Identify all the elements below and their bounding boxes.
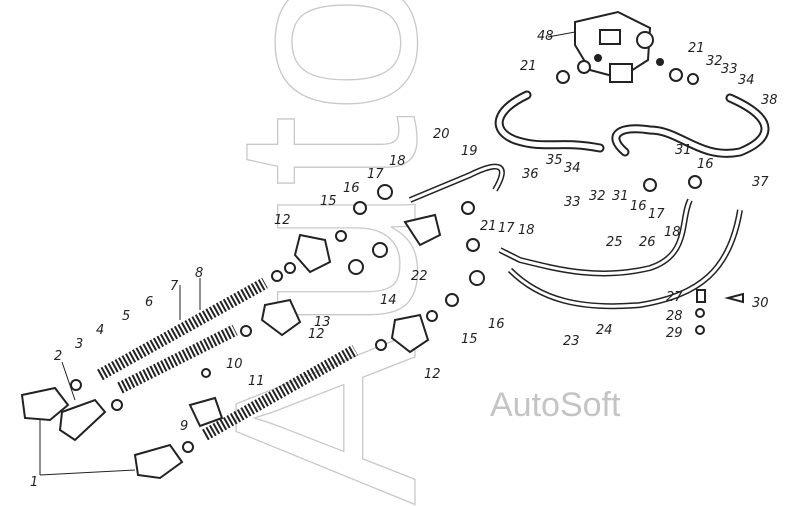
label-15: 15 [461,332,478,347]
label-35: 35 [546,153,563,168]
label-17: 17 [648,207,665,222]
label-21: 21 [480,219,497,234]
label-8: 8 [195,266,203,281]
label-32: 32 [706,54,723,69]
label-34: 34 [564,161,581,176]
label-16: 16 [630,199,647,214]
label-27: 27 [666,290,683,305]
fittings [70,60,744,453]
label-11: 11 [248,374,265,389]
label-21: 21 [520,59,537,74]
label-23: 23 [563,334,580,349]
label-2: 2 [54,349,62,364]
label-31: 31 [612,189,629,204]
label-24: 24 [596,323,613,338]
label-16: 16 [697,157,714,172]
label-21: 21 [688,41,705,56]
label-33: 33 [564,195,581,210]
label-33: 33 [721,62,738,77]
leader-lines [39,31,576,476]
label-37: 37 [752,175,769,190]
label-7: 7 [170,279,179,294]
coupling-heads [20,386,184,480]
label-36: 36 [522,167,539,182]
label-18: 18 [664,225,681,240]
label-14: 14 [380,293,397,308]
label-20: 20 [433,127,450,142]
label-18: 18 [389,154,406,169]
label-22: 22 [411,269,428,284]
label-12: 12 [424,367,441,382]
label-15: 15 [320,194,337,209]
label-16: 16 [343,181,360,196]
label-28: 28 [666,309,683,324]
label-16: 16 [488,317,505,332]
label-17: 17 [498,221,515,236]
label-48: 48 [537,29,554,44]
hose-spring-upper [97,277,268,381]
label-4: 4 [96,323,104,338]
label-18: 18 [518,223,535,238]
label-30: 30 [752,296,769,311]
label-29: 29 [666,326,683,341]
label-19: 19 [461,144,478,159]
label-17: 17 [367,167,384,182]
label-1: 1 [30,475,38,490]
label-12: 12 [308,327,325,342]
label-31: 31 [675,143,692,158]
hose-spring-lower [202,344,358,441]
hose-spring-middle [117,324,238,394]
brake-valve [574,10,664,83]
label-38: 38 [761,93,778,108]
watermark-small: AutoSoft [490,386,621,424]
label-25: 25 [606,235,623,250]
part-labels: 48 21 21 32 33 34 38 20 19 18 17 16 15 3… [30,29,778,490]
label-5: 5 [122,309,130,324]
label-26: 26 [639,235,656,250]
label-12: 12 [274,213,291,228]
label-13: 13 [314,315,331,330]
label-34: 34 [738,73,755,88]
label-3: 3 [75,337,83,352]
label-9: 9 [180,419,188,434]
label-6: 6 [145,295,153,310]
label-32: 32 [589,189,606,204]
label-10: 10 [226,357,243,372]
watermark: AutoSoft AutoSoft [180,0,621,506]
